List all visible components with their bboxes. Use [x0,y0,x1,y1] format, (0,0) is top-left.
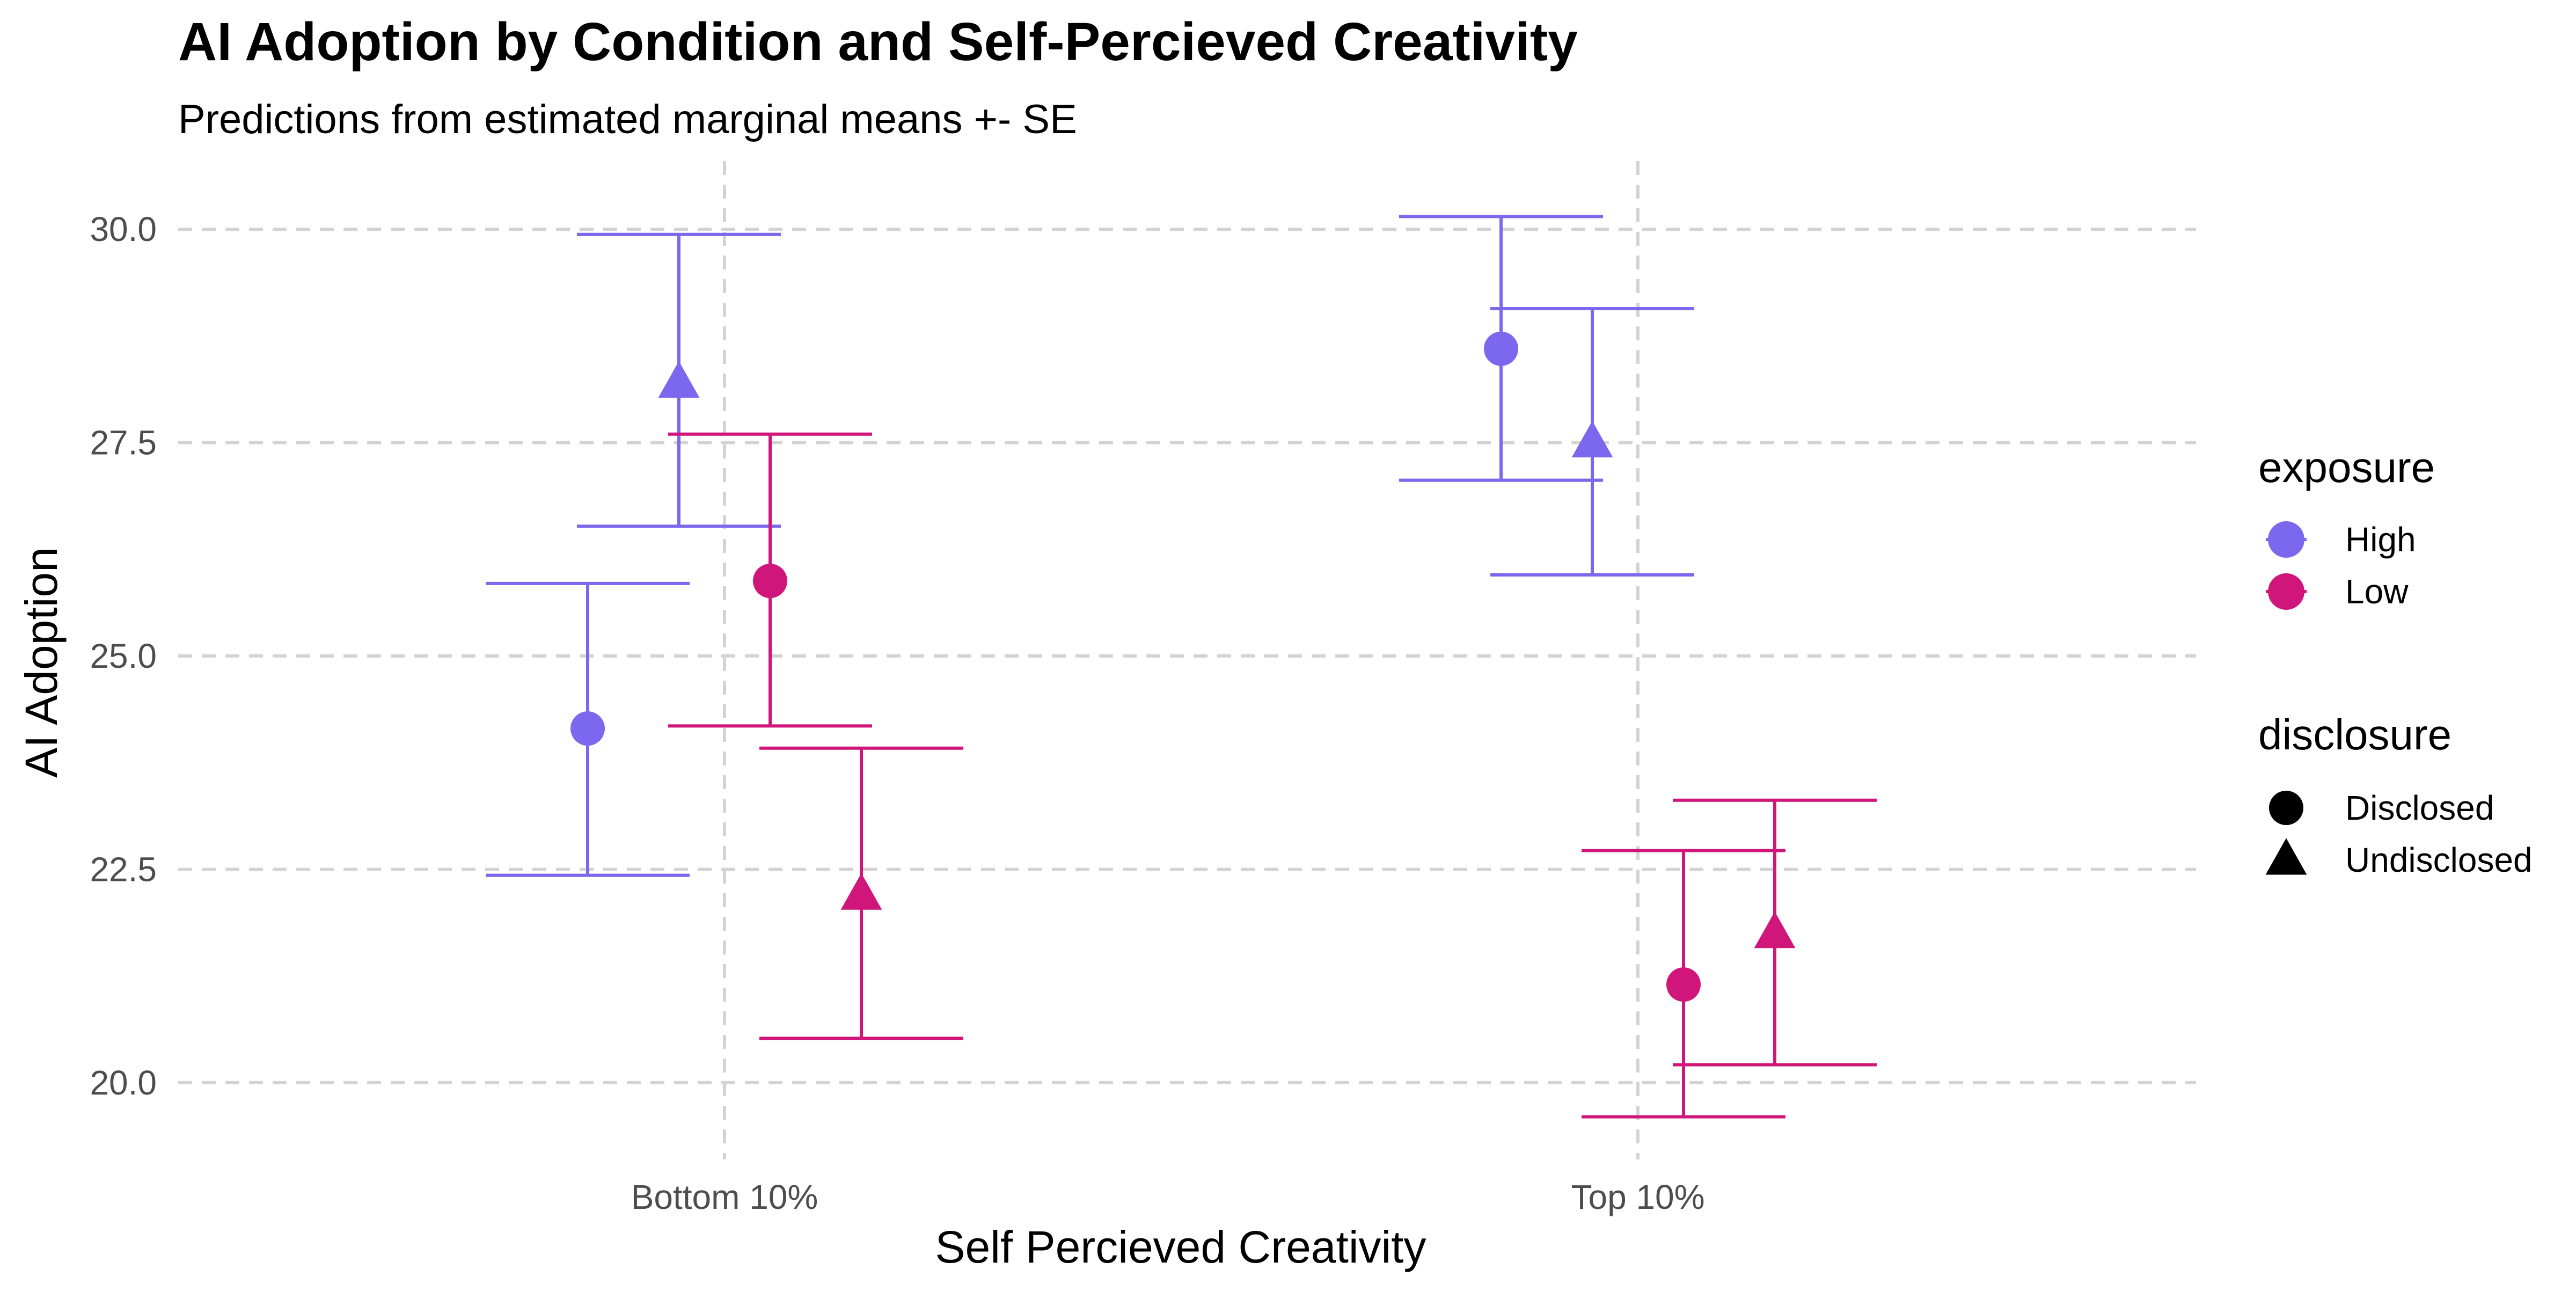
legend-symbol-circle [2268,521,2304,558]
legend-symbol-circle [2268,573,2304,610]
x-axis-title: Self Percieved Creativity [935,1222,1426,1272]
legend-key-undisclosed: Undisclosed [2265,838,2533,879]
x-tick-label: Top 10% [1571,1178,1704,1216]
legend-label: Undisclosed [2345,841,2533,879]
data-point-triangle [840,873,882,910]
data-point-circle [1666,967,1701,1002]
legend-label: Low [2345,572,2409,611]
legend-exposure-title: exposure [2258,443,2435,491]
legend-key-high: High [2266,520,2416,559]
legend-label: Disclosed [2345,789,2494,827]
y-tick-label: 27.5 [90,424,157,462]
legend-disclosure-title: disclosure [2258,711,2451,758]
legend-key-low: Low [2266,572,2409,611]
data-point-triangle [658,361,700,398]
legend-symbol-triangle [2265,838,2307,875]
y-tick-label: 22.5 [90,850,157,888]
series-low-undisclosed [759,746,1877,1067]
grid-lines [178,161,2196,1159]
series-high-undisclosed [577,232,1694,577]
y-axis-title: AI Adoption [16,547,67,778]
legend-label: High [2345,520,2416,559]
y-tick-label: 25.0 [90,637,157,675]
data-point-triangle [1754,911,1796,949]
legend-key-disclosed: Disclosed [2269,789,2494,827]
data-point-circle [753,564,787,599]
data-point-triangle [1571,420,1613,458]
x-axis-ticks: Bottom 10% Top 10% [631,1178,1705,1216]
data-point-circle [570,711,605,746]
y-tick-label: 20.0 [90,1063,157,1102]
y-tick-label: 30.0 [90,210,157,249]
legend-symbol-circle [2269,791,2303,825]
data-point-circle [1484,331,1518,366]
series-high-disclosed [486,215,1603,877]
y-axis-ticks: 20.0 22.5 25.0 27.5 30.0 [90,210,157,1102]
series-low-disclosed [668,432,1785,1119]
chart-subtitle: Predictions from estimated marginal mean… [178,97,1077,142]
x-tick-label: Bottom 10% [631,1178,818,1216]
chart-title: AI Adoption by Condition and Self-Percie… [178,12,1578,72]
data-marks [486,215,1877,1119]
